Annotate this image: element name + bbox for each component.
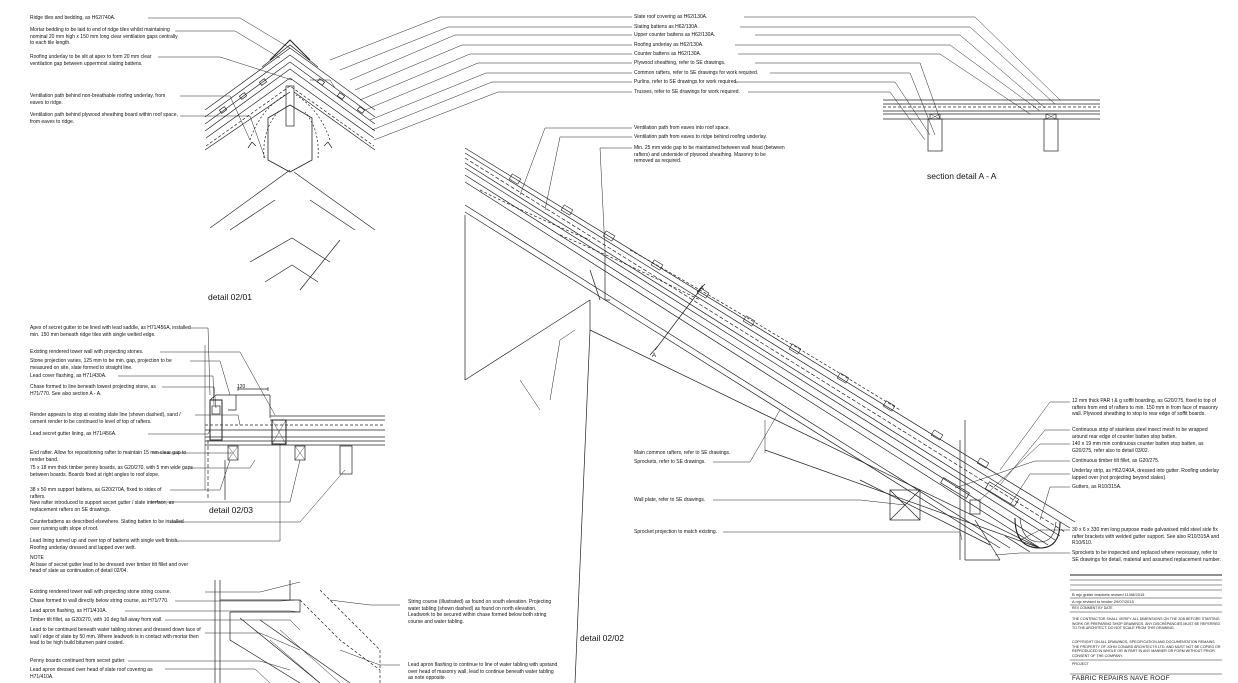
revision-a: A mjc revised to tender 29/07/2015: [1072, 599, 1134, 604]
project-label: PROJECT: [1072, 662, 1089, 666]
ridge-detail-drawing: [204, 39, 376, 291]
dimension-120: 120: [237, 384, 246, 390]
disclaimer-text: THE CONTRACTOR SHALL VERIFY ALL DIMENSIO…: [1072, 617, 1221, 631]
note-upper-counter-battens: Upper counter battens as H62/130A.: [634, 32, 716, 38]
note-end-rafter: End rafter. Allow for repositioning raft…: [30, 450, 187, 463]
note-lead-apron-flashing: Lead apron flashing, as H71/410A.: [30, 608, 107, 614]
note-counterbattens: Counterbattens as described elsewhere. S…: [30, 519, 184, 532]
note-stone-projection: Stone projection varies, 125 mm to be mi…: [30, 358, 172, 371]
revision-header: REV COMMENT BY DATE: [1072, 606, 1113, 610]
note-support-battens: 38 x 50 mm support battens, as G20/270A,…: [30, 487, 162, 500]
section-mark-a-lower: A: [652, 353, 657, 359]
note-wall-plate: Wall plate, refer to SE drawings.: [634, 497, 706, 503]
note-counter-battens: Counter battens as H62/130A.: [634, 51, 702, 57]
note-secret-gutter-apex: Apex of secret gutter to be lined with l…: [30, 325, 191, 338]
note-gutters: Gutters, as R10/315A.: [1072, 484, 1122, 490]
note-lead-lining: Lead lining turned up and over top of ba…: [30, 538, 179, 551]
note-tower-wall: Existing rendered tower wall with projec…: [30, 349, 144, 355]
note-rafter-brackets: 30 x 6 x 330 mm long purpose made galvan…: [1072, 527, 1220, 547]
note-sprockets: Sprockets, refer to SE drawings.: [634, 459, 706, 465]
drawing-title: FABRIC REPAIRS NAVE ROOF: [1072, 675, 1170, 682]
note-purlins: Purlins, refer to SE drawings for work r…: [634, 79, 738, 85]
detail-0202-title: detail 02/02: [580, 633, 624, 643]
note-slate-covering: Slate roof covering as H62/130A.: [634, 14, 708, 20]
note-insect-mesh: Continuous strip of stainless steel inse…: [1072, 427, 1208, 440]
note-common-rafters: Common rafters, refer to SE drawings for…: [634, 70, 759, 76]
note-chase-formed: Chase formed to line beneath lowest proj…: [30, 384, 156, 397]
note-roofing-underlay: Roofing underlay as H62/130A.: [634, 42, 704, 48]
note-tower-wall-string-course: Existing rendered tower wall with projec…: [30, 589, 171, 595]
note-slating-battens: Slating battens as H62/130A.: [634, 24, 699, 30]
note-sprocket-projection: Sprocket projection to match existing.: [634, 529, 718, 535]
note-vent-eaves-ridge: Ventilation path from eaves to ridge beh…: [634, 134, 768, 140]
note-mortar-bedding: Mortar bedding to be laid to end of ridg…: [30, 27, 178, 47]
note-secret-gutter-lining: Lead secret gutter lining, as H71/456A.: [30, 431, 117, 437]
note-plywood-sheathing: Plywood sheathing, refer to SE drawings.: [634, 60, 726, 66]
secret-gutter-detail-drawing: [204, 345, 385, 500]
note-penny-boards: 75 x 18 mm thick timber penny boards, as…: [30, 465, 193, 478]
note-secret-gutter-base: NOTE At base of secret gutter lead to be…: [30, 555, 189, 575]
note-new-rafter: New rafter introduced to support secret …: [30, 500, 174, 513]
note-lead-cover-flashing: Lead cover flashing, as H71/430A.: [30, 373, 107, 379]
note-soffit-boarding: 12 mm thick PAR t & g soffit boarding, a…: [1072, 398, 1218, 418]
section-aa-title: section detail A - A: [927, 171, 997, 181]
note-lead-beneath-tabling: Lead to be continued beneath water tabli…: [30, 627, 201, 647]
note-string-course: String course (illustrated) as found on …: [408, 599, 552, 625]
section-aa-drawing: [883, 99, 1100, 152]
leader-lines: [118, 16, 1070, 683]
note-vent-path-underlay: Ventilation path behind non-breathable r…: [30, 93, 166, 106]
flashing-detail-drawing: [214, 580, 381, 683]
note-penny-boards-continued: Penny boards continued from secret gutte…: [30, 658, 126, 664]
note-trusses: Trusses, refer to SE drawings for work r…: [634, 89, 740, 95]
note-main-common-rafters: Main common rafters, refer to SE drawing…: [634, 450, 731, 456]
note-lead-apron-dressed: Lead apron dressed over head of slate ro…: [30, 667, 153, 680]
note-vent-path-plywood: Ventilation path behind plywood sheathin…: [30, 112, 178, 125]
note-vent-eaves-roofspace: Ventilation path from eaves into roof sp…: [634, 125, 730, 131]
copyright-text: COPYRIGHT ON ALL DRAWINGS, SPECIFICATION…: [1072, 640, 1221, 658]
note-underlay-strip: Underlay strip, as H62/240A, dressed int…: [1072, 468, 1220, 481]
title-block-frame: [1070, 574, 1222, 675]
detail-0201-title: detail 02/01: [208, 292, 252, 302]
note-chase-below-string-course: Chase formed to wall directly below stri…: [30, 598, 169, 604]
note-underlay-slit: Roofing underlay to be slit at apex to f…: [30, 54, 152, 67]
section-mark-a-upper: A: [700, 286, 705, 292]
revision-b: B mjc gutter brackets revised 11/08/2015: [1072, 592, 1145, 597]
note-ridge-tiles: Ridge tiles and bedding, as H62/740A.: [30, 15, 116, 21]
note-timber-tilt-fillet: Timber tilt fillet, as G20/270, with 10 …: [30, 617, 163, 623]
note-min-gap-wall-head: Min. 25 mm wide gap to be maintained bet…: [634, 145, 785, 165]
note-render: Render appears to stop at existing slate…: [30, 412, 181, 425]
detail-0203-title: detail 02/03: [209, 505, 253, 515]
note-sprockets-inspect: Sprockets to be inspected and replaced w…: [1072, 550, 1221, 563]
note-stop-batten: 140 x 19 mm min continuous counter batte…: [1072, 441, 1204, 454]
eaves-detail-drawing: [464, 147, 1076, 683]
note-tilt-fillet: Continuous timber tilt fillet, as G20/27…: [1072, 458, 1160, 464]
note-lead-apron-continue: Lead apron flashing to continue to line …: [408, 662, 558, 682]
